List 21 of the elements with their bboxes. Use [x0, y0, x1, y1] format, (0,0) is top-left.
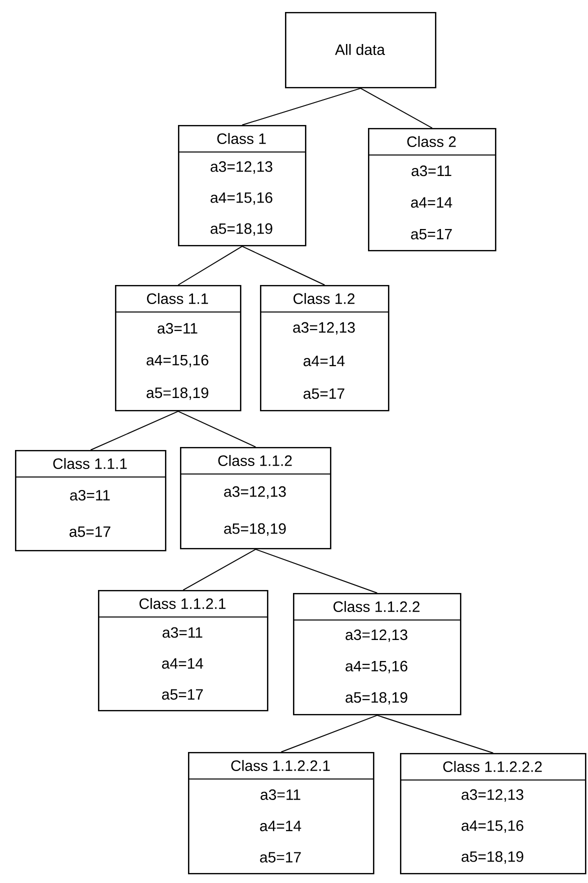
- class-box: Class 1 a3=12,13 a4=15,16 a5=18,19: [178, 125, 306, 246]
- connector-line: [178, 246, 243, 286]
- class-box: Class 2 a3=11 a4=14 a5=17: [368, 128, 496, 252]
- connector-line: [242, 246, 326, 286]
- class-box: Class 1.1.2 a3=12,13 a5=18,19: [180, 447, 332, 550]
- connector-line: [242, 88, 362, 126]
- class-box: Class 1.1.2.2.2 a3=12,13 a4=15,16 a5=18,19: [400, 753, 586, 874]
- class-box: Class 1.2 a3=12,13 a4=14 a5=17: [260, 285, 390, 412]
- connector-line: [182, 548, 256, 590]
- class-box: Class 1.1.2.1 a3=11 a4=14 a5=17: [98, 590, 268, 712]
- connector-line: [280, 714, 378, 752]
- class-box: Class 1.1 a3=11 a4=15,16 a5=18,19: [114, 285, 242, 412]
- connector-line: [255, 548, 378, 594]
- class-box: Class 1.1.1 a3=11 a5=17: [14, 450, 166, 552]
- connector-line: [376, 714, 494, 754]
- class-box: Class 1.1.2.2.1 a3=11 a4=14 a5=17: [188, 752, 374, 874]
- connector-line: [360, 88, 433, 128]
- connector-line: [178, 410, 256, 448]
- class-box: Class 1.1.2.2 a3=12,13 a4=15,16 a5=18,19: [292, 593, 462, 716]
- connector-line: [90, 410, 179, 450]
- root-box: All data: [285, 12, 436, 88]
